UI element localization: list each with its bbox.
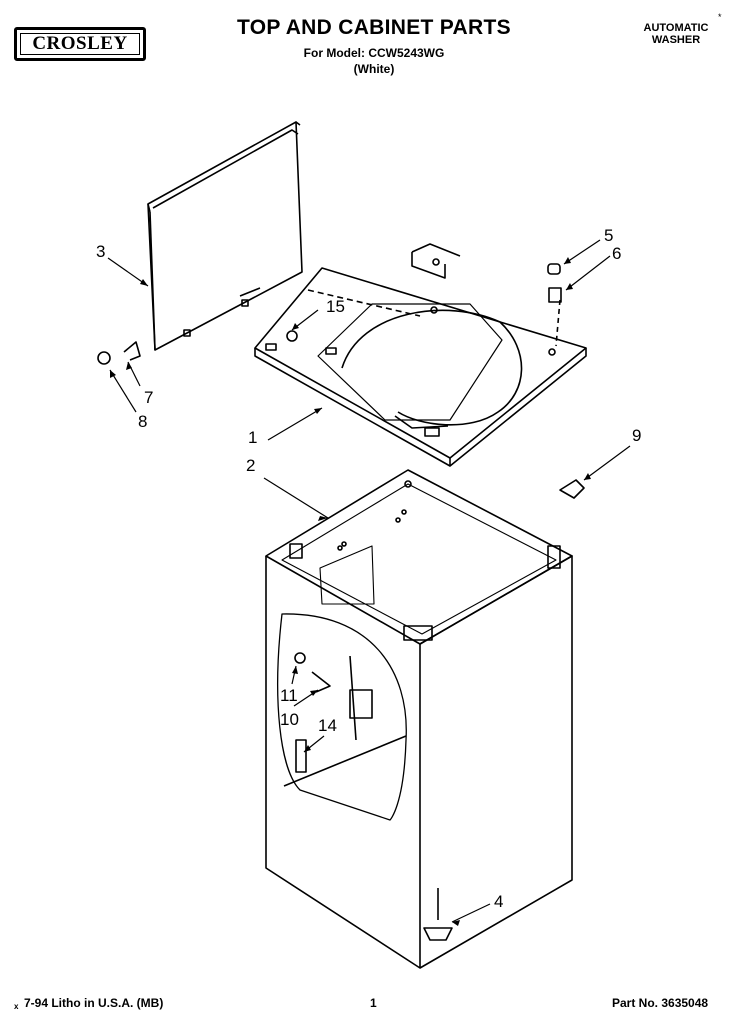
page-title: TOP AND CABINET PARTS <box>237 16 511 39</box>
color-line: (White) <box>353 62 395 76</box>
footer-printing: 7-94 Litho in U.S.A. (MB) <box>24 996 164 1010</box>
callout-8: 8 <box>138 412 148 431</box>
callout-10: 10 <box>280 710 299 729</box>
leader-lines <box>107 239 631 923</box>
callout-4: 4 <box>494 892 504 911</box>
top-frame <box>254 243 587 467</box>
part-number: Part No. 3635048 <box>612 996 709 1010</box>
part-15-screw <box>286 330 298 342</box>
callout-15: 15 <box>326 297 345 316</box>
callout-5: 5 <box>604 226 614 245</box>
page-number: 1 <box>370 996 377 1010</box>
cabinet <box>265 469 573 969</box>
callout-7: 7 <box>144 388 154 407</box>
corner-mark: * <box>718 12 722 22</box>
callout-6: 6 <box>612 244 622 263</box>
callout-3: 3 <box>96 242 106 261</box>
part-9-clip <box>559 479 585 499</box>
part-5-plug <box>547 263 561 275</box>
part-4-leveling-leg <box>423 888 453 941</box>
part-7-hinge <box>123 341 141 361</box>
callout-11: 11 <box>280 686 298 705</box>
model-line: For Model: CCW5243WG <box>303 46 445 60</box>
arrowheads <box>110 257 591 926</box>
brand-name: CROSLEY <box>32 33 128 54</box>
crosley-logo: CROSLEY <box>14 27 146 61</box>
callout-2: 2 <box>246 456 256 475</box>
part-6-grommet <box>548 287 562 303</box>
lid-panel <box>147 121 303 351</box>
callout-14: 14 <box>318 716 337 735</box>
callout-1: 1 <box>248 428 258 447</box>
footer-mark: x <box>14 1002 19 1011</box>
product-type: AUTOMATIC WASHER <box>643 22 709 46</box>
callout-9: 9 <box>632 426 642 445</box>
part-8-screw <box>97 351 111 365</box>
